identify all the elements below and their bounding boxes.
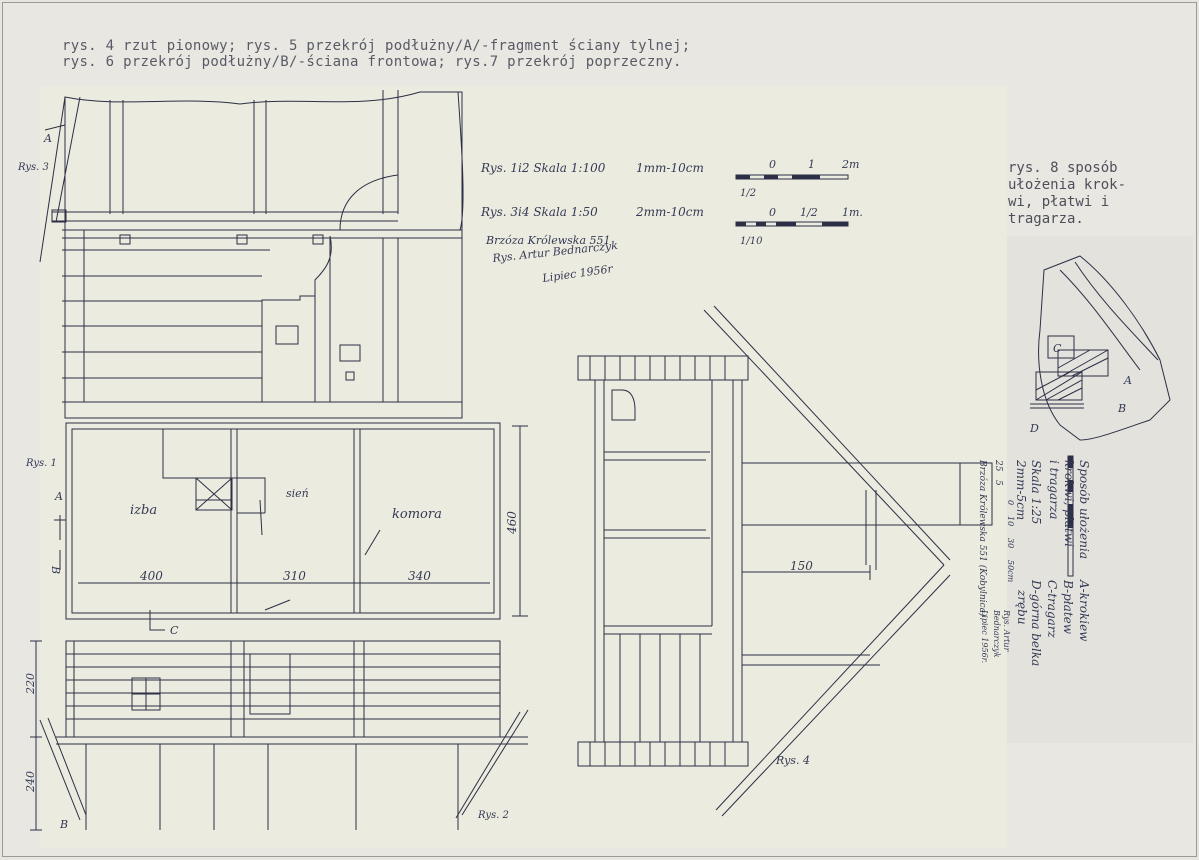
scale-text-1: Rys. 1i2 Skala 1:100	[480, 161, 606, 175]
detail-title-3: i tragarza	[1047, 460, 1061, 519]
detail-legend-a: A-krokiew	[1077, 579, 1091, 642]
section-b-bottom: B	[59, 818, 68, 831]
room-izba: izba	[130, 503, 157, 518]
detail-letter-a: A	[1123, 374, 1132, 387]
label-rys4: Rys. 4	[775, 754, 810, 767]
detail-num-5: 5	[993, 480, 1003, 486]
detail-author-1: Rys. Artur	[1002, 609, 1011, 653]
dim-220: 220	[24, 673, 37, 695]
room-sien: sień	[286, 487, 309, 500]
rys3-wall-section	[39, 90, 464, 419]
side-caption-line-3: wi, płatwi i	[1008, 194, 1110, 210]
detail-scale-2: 2mm-5cm	[1014, 459, 1028, 520]
scale-text-2b: 2mm-10cm	[635, 205, 704, 219]
detail-letter-d: D	[1029, 422, 1039, 435]
detail-legend-d2: zrębu	[1015, 589, 1029, 625]
section-b: B	[49, 565, 62, 574]
dim-240: 240	[24, 771, 37, 793]
scale-text-1b: 1mm-10cm	[636, 161, 704, 175]
scale2-frac: 1/10	[740, 236, 763, 247]
detail-legend-d: D-górna belka	[1029, 579, 1043, 666]
scale1-tick-0: 0	[769, 158, 776, 171]
detail-title-1: Sposób ułożenia	[1077, 460, 1091, 559]
detail-text-block: Sposób ułożenia krokwi, płatwi i tragarz…	[977, 459, 1091, 666]
label-rys3: Rys. 3	[17, 162, 49, 173]
dim-150: 150	[790, 559, 813, 573]
section-a: A	[54, 490, 63, 503]
credit-date: Lipiec 1956r	[541, 262, 615, 285]
scale-bar-2	[735, 221, 849, 227]
side-caption: rys. 8 sposób ułożenia krok- wi, płatwi …	[1008, 160, 1126, 228]
scale-text-2: Rys. 3i4 Skala 1:50	[480, 205, 598, 219]
rys4-cross-section	[577, 305, 993, 817]
scale2-tick-1: 1/2	[800, 206, 818, 219]
room-komora: komora	[392, 507, 442, 522]
detail-paper	[1007, 236, 1193, 743]
detail-tick-50: 50cm	[1006, 560, 1015, 583]
detail-tick-10: 10	[1006, 516, 1015, 526]
rys8-roof-detail	[1030, 255, 1171, 441]
dim-400: 400	[139, 569, 163, 583]
section-c: C	[170, 624, 179, 637]
detail-letter-c: C	[1053, 342, 1062, 355]
scale1-tick-1: 1	[808, 158, 815, 171]
scale1-frac: 1/2	[740, 188, 756, 199]
caption-line-2: rys. 6 przekrój podłużny/B/-ściana front…	[62, 54, 682, 70]
rys2-front-wall	[30, 640, 529, 831]
label-rys2: Rys. 2	[477, 810, 509, 821]
detail-title-2: krokwi, płatwi	[1062, 460, 1076, 547]
scale1-tick-2: 2m	[841, 158, 859, 171]
side-caption-line-2: ułożenia krok-	[1008, 177, 1127, 193]
detail-num-25: 25	[993, 459, 1003, 472]
side-caption-line-4: tragarza.	[1008, 211, 1084, 227]
rys4-log-ends	[589, 356, 726, 766]
caption-line-1: rys. 4 rzut pionowy; rys. 5 przekrój pod…	[62, 38, 691, 54]
scale2-tick-0: 0	[769, 206, 776, 219]
detail-tick-0: 0	[1006, 500, 1015, 505]
scale2-tick-2: 1m.	[842, 206, 863, 219]
detail-author-2: Bednarczyk	[992, 609, 1001, 658]
detail-scale-bar	[1067, 455, 1074, 577]
dim-340: 340	[408, 569, 431, 583]
detail-legend-b: B-płatew	[1061, 579, 1075, 635]
detail-letter-b: B	[1117, 402, 1126, 415]
typed-caption: rys. 4 rzut pionowy; rys. 5 przekrój pod…	[62, 38, 690, 70]
rys1-floor-plan	[54, 422, 528, 631]
credit-place: Brzóza Królewska 551	[485, 234, 611, 247]
detail-tick-30: 30	[1006, 538, 1015, 548]
drawing-paper	[40, 86, 1007, 848]
detail-place: Brzóza Królewska 551 (Kobylnica)	[977, 459, 988, 617]
label-rys1: Rys. 1	[25, 458, 57, 469]
scale-bar-1	[735, 174, 849, 180]
detail-scale: Skala 1:25	[1029, 460, 1043, 524]
dim-460: 460	[505, 511, 519, 535]
label-rys3-a: A	[43, 132, 52, 145]
dim-310: 310	[283, 569, 306, 583]
detail-legend-c: C-tragarz	[1045, 580, 1059, 639]
side-caption-line-1: rys. 8 sposób	[1008, 160, 1118, 176]
detail-date: Lipiec 1956r.	[980, 609, 989, 663]
